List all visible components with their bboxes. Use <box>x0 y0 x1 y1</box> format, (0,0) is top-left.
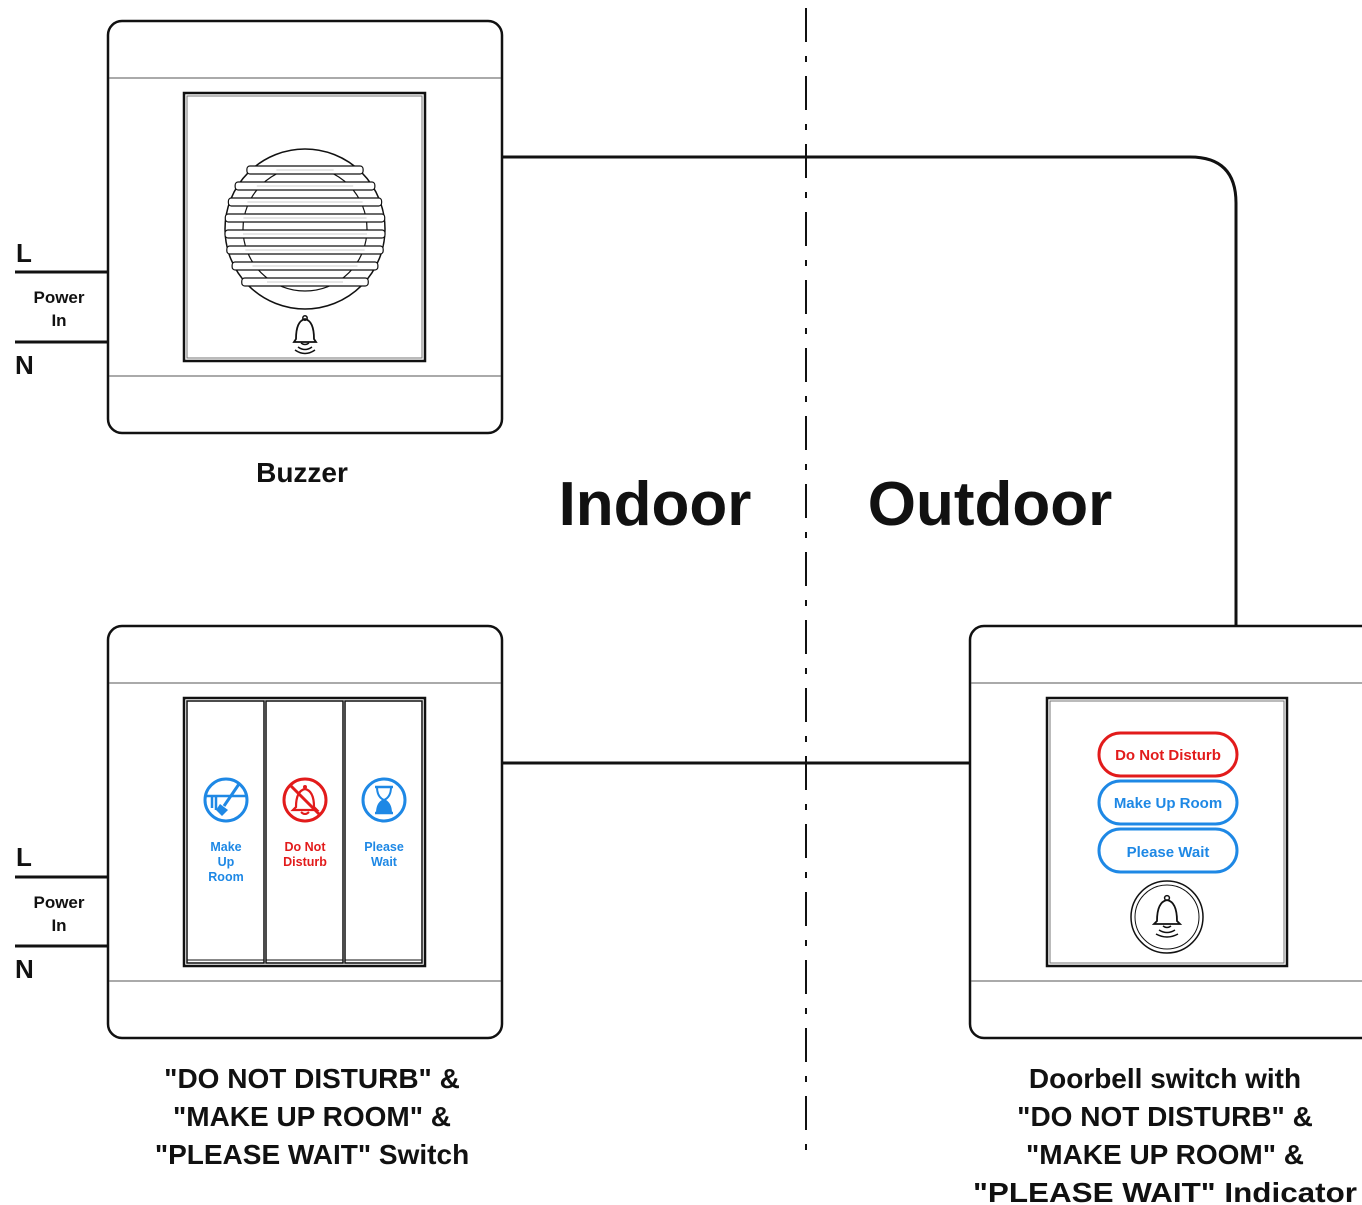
key-label-line: Make <box>210 840 241 854</box>
key-label-line: Room <box>208 870 243 884</box>
hourglass-icon <box>361 777 407 823</box>
buzzer-caption: Buzzer <box>256 457 348 488</box>
rocker-key-make-up-room[interactable]: Make Up Room <box>186 700 265 964</box>
bell-icon <box>292 315 318 355</box>
key-label-line: Wait <box>371 855 398 869</box>
doorbell-caption-line: "MAKE UP ROOM" & <box>1026 1139 1304 1170</box>
switch-caption-line: "PLEASE WAIT" Switch <box>155 1139 469 1170</box>
live-terminal-label: L <box>16 238 32 268</box>
indicator-make-up-room: Make Up Room <box>1097 779 1239 826</box>
doorbell-caption-line: Doorbell switch with <box>1029 1063 1301 1094</box>
key-label-line: Up <box>218 855 235 869</box>
indicator-please-wait: Please Wait <box>1097 827 1239 874</box>
rocker-key-please-wait[interactable]: Please Wait <box>344 700 423 964</box>
indicator-label: Please Wait <box>1127 844 1210 861</box>
speaker-grille <box>224 148 386 310</box>
switch-caption-line: "DO NOT DISTURB" & <box>164 1063 460 1094</box>
power-in-label-2: In <box>51 916 66 935</box>
indoor-label: Indoor <box>559 470 752 539</box>
power-in-label: Power <box>33 893 84 912</box>
key-label-line: Please <box>364 840 404 854</box>
indoor-switch-unit: Make Up Room Do Not Disturb <box>106 624 504 1170</box>
key-label-line: Do Not <box>285 840 327 854</box>
doorbell-caption-line: "DO NOT DISTURB" & <box>1017 1101 1313 1132</box>
rocker-key-do-not-disturb[interactable]: Do Not Disturb <box>265 700 344 964</box>
outdoor-label: Outdoor <box>868 470 1113 539</box>
make-up-room-icon <box>203 777 249 823</box>
indicator-label: Make Up Room <box>1114 795 1222 812</box>
indicator-do-not-disturb: Do Not Disturb <box>1097 731 1239 778</box>
bell-icon <box>1151 894 1183 938</box>
neutral-terminal-label: N <box>15 350 34 380</box>
doorbell-push-button[interactable] <box>1130 880 1204 954</box>
indicator-label: Do Not Disturb <box>1115 747 1221 764</box>
neutral-terminal-label: N <box>15 954 34 984</box>
power-input-top: L Power In N <box>15 238 108 380</box>
power-in-label: Power <box>33 288 84 307</box>
key-label-line: Disturb <box>283 855 327 869</box>
buzzer-unit: Buzzer <box>106 19 504 488</box>
switch-caption-line: "MAKE UP ROOM" & <box>173 1101 451 1132</box>
wire-buzzer-to-doorbell <box>502 155 1238 627</box>
doorbell-caption-line: "PLEASE WAIT" Indicator <box>973 1177 1357 1205</box>
outdoor-doorbell-panel: Do Not Disturb Make Up Room Please Wait … <box>968 624 1362 1205</box>
power-in-label-2: In <box>51 311 66 330</box>
power-input-bottom: L Power In N <box>15 842 108 984</box>
live-terminal-label: L <box>16 842 32 872</box>
do-not-disturb-icon <box>282 777 328 823</box>
